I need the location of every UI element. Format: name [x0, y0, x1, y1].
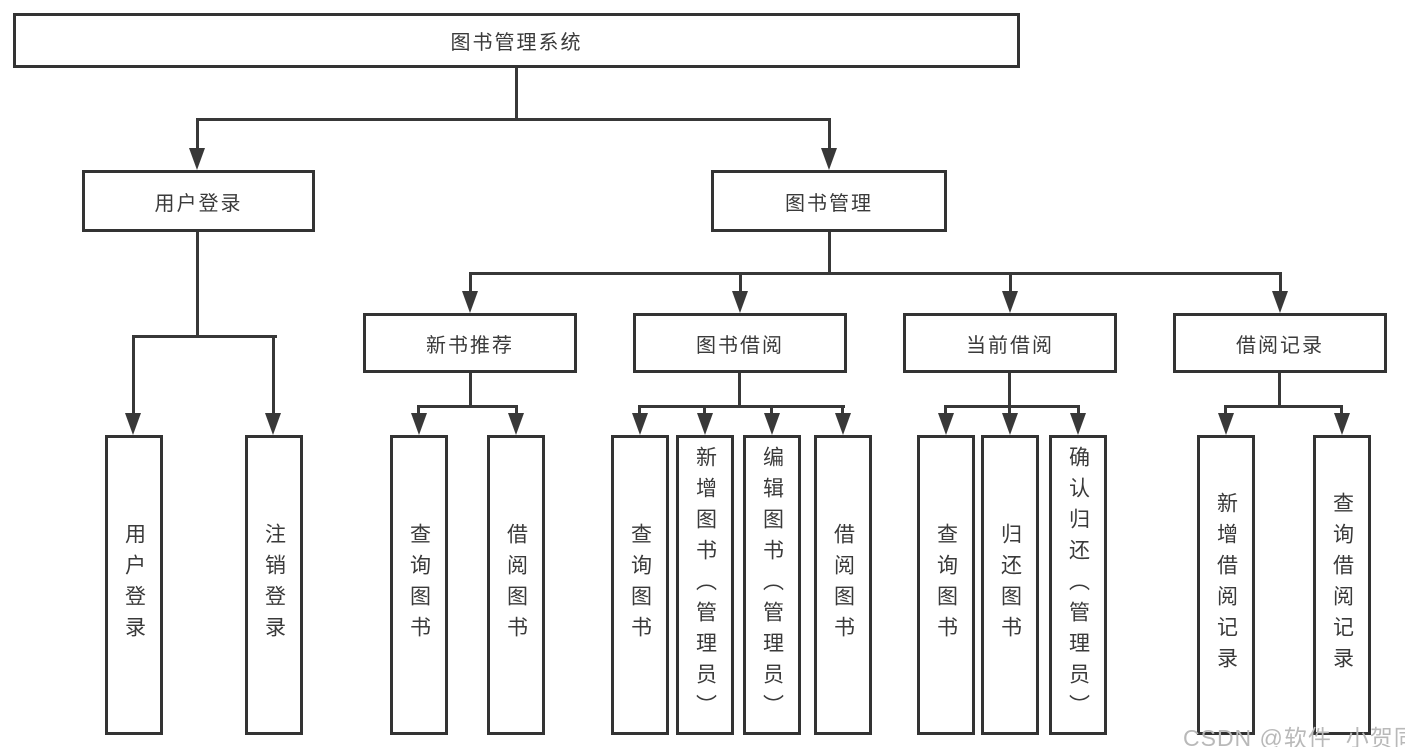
- connector-line: [1278, 373, 1281, 408]
- leaf-label: 查询图书: [934, 523, 958, 647]
- connector-line: [1008, 405, 1011, 417]
- leaf-confirm-return-admin: 确认归还（管理员）: [1049, 435, 1107, 735]
- arrowhead-down-icon: [821, 148, 837, 170]
- connector-line: [770, 405, 773, 417]
- leaf-query-books-borrow: 查询图书: [611, 435, 669, 735]
- connector-line: [469, 373, 472, 408]
- connector-line: [1009, 272, 1012, 294]
- node-root-library-system: 图书管理系统: [13, 13, 1020, 68]
- connector-line: [841, 405, 844, 417]
- arrowhead-down-icon: [462, 291, 478, 313]
- arrowhead-down-icon: [764, 413, 780, 435]
- leaf-label: 编辑图书（管理员）: [760, 445, 784, 725]
- arrowhead-down-icon: [1272, 291, 1288, 313]
- arrowhead-down-icon: [1334, 413, 1350, 435]
- arrowhead-down-icon: [632, 413, 648, 435]
- leaf-edit-books-admin: 编辑图书（管理员）: [743, 435, 801, 735]
- node-new-book-recommend: 新书推荐: [363, 313, 577, 373]
- arrowhead-down-icon: [835, 413, 851, 435]
- arrowhead-down-icon: [125, 413, 141, 435]
- arrowhead-down-icon: [265, 413, 281, 435]
- connector-line: [196, 118, 199, 152]
- arrowhead-down-icon: [732, 291, 748, 313]
- leaf-label: 新增图书（管理员）: [693, 445, 717, 725]
- connector-line: [738, 373, 741, 408]
- connector-line: [739, 272, 742, 294]
- arrowhead-down-icon: [411, 413, 427, 435]
- arrowhead-down-icon: [1218, 413, 1234, 435]
- connector-line: [469, 272, 472, 294]
- arrowhead-down-icon: [189, 148, 205, 170]
- csdn-watermark: CSDN @软件_小贺同学: [1183, 725, 1405, 747]
- leaf-label: 借阅图书: [504, 523, 528, 647]
- connector-line: [1224, 405, 1227, 417]
- leaf-query-books-recommend: 查询图书: [390, 435, 448, 735]
- connector-line: [515, 405, 518, 417]
- leaf-label: 查询借阅记录: [1330, 492, 1354, 678]
- connector-line: [703, 405, 706, 417]
- connector-line: [944, 405, 1080, 408]
- node-current-borrow: 当前借阅: [903, 313, 1117, 373]
- connector-line: [132, 335, 277, 338]
- leaf-add-borrow-record: 新增借阅记录: [1197, 435, 1255, 735]
- leaf-borrow-books-recommend: 借阅图书: [487, 435, 545, 735]
- connector-line: [132, 335, 135, 415]
- connector-line: [828, 232, 831, 275]
- arrowhead-down-icon: [1002, 413, 1018, 435]
- connector-line: [638, 405, 641, 417]
- leaf-label: 确认归还（管理员）: [1066, 445, 1090, 725]
- arrowhead-down-icon: [938, 413, 954, 435]
- leaf-add-books-admin: 新增图书（管理员）: [676, 435, 734, 735]
- arrowhead-down-icon: [508, 413, 524, 435]
- arrowhead-down-icon: [1070, 413, 1086, 435]
- leaf-label: 查询图书: [628, 523, 652, 647]
- node-book-borrow: 图书借阅: [633, 313, 847, 373]
- connector-line: [638, 405, 845, 408]
- leaf-borrow-books: 借阅图书: [814, 435, 872, 735]
- connector-line: [828, 118, 831, 152]
- connector-line: [1224, 405, 1343, 408]
- connector-line: [196, 232, 199, 338]
- leaf-user-login: 用户登录: [105, 435, 163, 735]
- node-book-management: 图书管理: [711, 170, 947, 232]
- leaf-label: 注销登录: [262, 523, 286, 647]
- connector-line: [272, 335, 275, 415]
- connector-line: [944, 405, 947, 417]
- leaf-label: 用户登录: [122, 523, 146, 647]
- leaf-label: 查询图书: [407, 523, 431, 647]
- connector-line: [1279, 272, 1282, 294]
- node-user-login: 用户登录: [82, 170, 315, 232]
- arrowhead-down-icon: [697, 413, 713, 435]
- connector-line: [417, 405, 518, 408]
- leaf-query-borrow-record: 查询借阅记录: [1313, 435, 1371, 735]
- node-borrow-record: 借阅记录: [1173, 313, 1387, 373]
- connector-line: [1077, 405, 1080, 417]
- connector-line: [417, 405, 420, 417]
- leaf-label: 借阅图书: [831, 523, 855, 647]
- leaf-return-books: 归还图书: [981, 435, 1039, 735]
- connector-line: [1340, 405, 1343, 417]
- leaf-label: 归还图书: [998, 523, 1022, 647]
- leaf-label: 新增借阅记录: [1214, 492, 1238, 678]
- connector-line: [196, 118, 831, 121]
- connector-line: [1008, 373, 1011, 408]
- arrowhead-down-icon: [1002, 291, 1018, 313]
- leaf-logout: 注销登录: [245, 435, 303, 735]
- leaf-query-books-current: 查询图书: [917, 435, 975, 735]
- connector-line: [515, 68, 518, 121]
- connector-line: [469, 272, 1281, 275]
